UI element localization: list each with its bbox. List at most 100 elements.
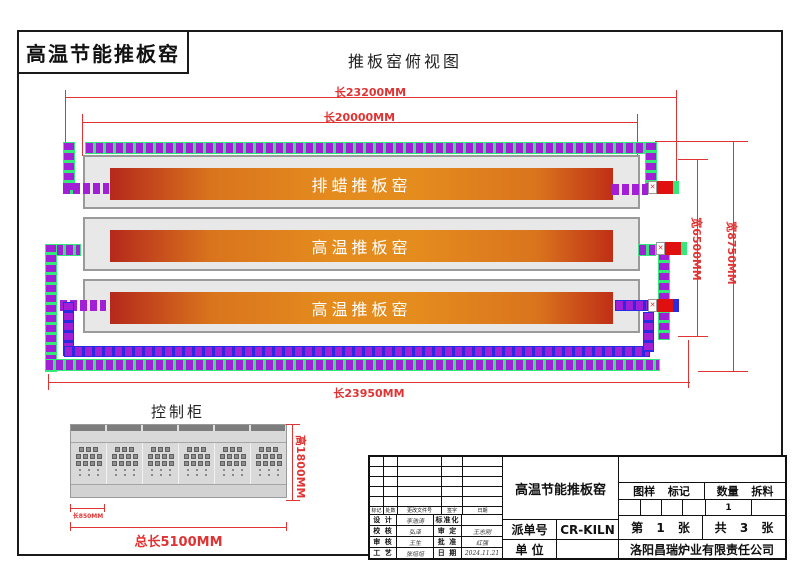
cabinet-panels — [71, 443, 286, 485]
dim-outer-width-label: 宽8750MM — [725, 221, 738, 285]
kiln-hot-zone: 排蜡推板窑 — [110, 168, 613, 200]
title-block-left-column: 标记 处数 更改文件号 签字 日期 设 计 李浩涛 标准化 校 核 弘泽 审 定… — [370, 457, 502, 558]
dim-kiln-length-label: 长20000MM — [323, 111, 396, 124]
empty-cell — [619, 500, 640, 515]
cabinet-panel — [215, 443, 251, 485]
signature-role: 日 期 — [434, 548, 461, 558]
qty-value: 1 — [706, 500, 751, 515]
sheet-row: 第 1 张 共 3 张 — [619, 516, 785, 539]
signature-grid: 设 计 李浩涛 标准化 校 核 弘泽 审 定 王志刚 审 核 王生 批 准 红强… — [370, 515, 502, 558]
dim-tick — [655, 141, 748, 142]
signature-name: 李浩涛 — [397, 515, 433, 525]
conveyor-chain-right-blue-vertical — [643, 312, 654, 352]
signature-name: 2024.11.21 — [462, 548, 502, 558]
dim-total-length-label: 总长5100MM — [134, 535, 223, 550]
transfer-car-cap — [673, 299, 679, 312]
conveyor-stub-row1-right — [612, 184, 648, 195]
revision-cell — [370, 487, 383, 496]
conveyor-chain-right-mid-vertical — [658, 252, 670, 340]
conveyor-stub-row2-right — [638, 244, 656, 256]
kiln-row-high-temp-2: 高温推板窑 — [83, 279, 640, 333]
title-block: 标记 处数 更改文件号 签字 日期 设 计 李浩涛 标准化 校 核 弘泽 审 定… — [368, 455, 787, 560]
signature-name: 王生 — [397, 537, 433, 547]
dim-tick — [70, 522, 71, 531]
order-label: 派单号 — [503, 520, 556, 539]
dim-tick — [104, 504, 105, 512]
conveyor-chain-left-vertical — [45, 244, 57, 372]
dim-inner-width-label: 宽6500MM — [690, 217, 703, 281]
signature-role: 审 定 — [434, 526, 461, 536]
revision-cell — [442, 467, 462, 476]
revision-cell — [384, 487, 397, 496]
cabinet-divider-line — [71, 442, 286, 443]
revision-cell — [442, 457, 462, 466]
title-block-right-column: 图样 标记 数量 拆料 1 第 1 张 共 3 张 洛阳昌瑞炉业有限责任公司 — [619, 457, 785, 558]
dim-ext-line — [82, 114, 83, 156]
qty-material-header: 数量 拆料 — [705, 483, 785, 499]
signature-name: 弘泽 — [397, 526, 433, 536]
sheet-number: 第 1 张 — [619, 516, 702, 539]
kiln-row-high-temp-1: 高温推板窑 — [83, 217, 640, 271]
revision-cell — [463, 467, 502, 476]
cabinet-panel — [71, 443, 107, 485]
cabinet-title: 控制柜 — [150, 403, 205, 421]
transfer-car-body — [657, 299, 673, 312]
product-title: 高温节能推板窑 — [26, 41, 180, 66]
signature-role: 校 核 — [370, 526, 396, 536]
revision-cell — [463, 477, 502, 486]
dim-cabinet-height-line — [292, 424, 293, 501]
dim-tick — [70, 504, 71, 512]
title-block-center-column: 高温节能推板窑 派单号 CR-KILN 单 位 — [503, 457, 618, 558]
revision-cell — [370, 497, 383, 506]
sheet-total: 共 3 张 — [703, 516, 785, 539]
revision-cell — [463, 487, 502, 496]
revision-cell — [442, 487, 462, 496]
empty-cell — [619, 457, 785, 482]
revision-cell — [384, 457, 397, 466]
cabinet-panel — [143, 443, 179, 485]
revision-grid — [370, 457, 502, 506]
control-cabinet — [70, 424, 287, 498]
signature-role: 批 准 — [434, 537, 461, 547]
revision-cell — [384, 477, 397, 486]
kiln-hot-zone: 高温推板窑 — [110, 292, 613, 324]
transfer-car-body — [657, 181, 673, 194]
cabinet-panel — [179, 443, 215, 485]
revision-cell — [398, 477, 441, 486]
order-row: 派单号 CR-KILN — [503, 520, 618, 539]
signature-role: 标准化 — [434, 515, 461, 525]
dim-panel-width-line — [70, 508, 105, 509]
dim-ext-line — [637, 114, 638, 156]
revision-header: 签字 — [442, 507, 462, 514]
revision-header: 更改文件号 — [398, 507, 441, 514]
sample-mark-row: 图样 标记 数量 拆料 — [619, 483, 785, 499]
signature-name: 红强 — [462, 537, 502, 547]
product-title-box: 高温节能推板窑 — [17, 30, 189, 74]
revision-cell — [442, 497, 462, 506]
signature-name: 张培培 — [397, 548, 433, 558]
signature-role: 审 核 — [370, 537, 396, 547]
revision-header: 处数 — [384, 507, 397, 514]
revision-cell — [398, 497, 441, 506]
view-title: 推板窑俯视图 — [347, 52, 462, 71]
transfer-car-row1: ✕ — [648, 181, 679, 194]
dim-kiln-length-line — [82, 122, 637, 123]
dim-tick — [698, 371, 748, 372]
qty-value-row: 1 — [619, 500, 785, 515]
coupler-icon: ✕ — [648, 299, 657, 312]
dim-tick — [678, 159, 708, 160]
revision-cell — [370, 467, 383, 476]
dim-ext-line — [65, 90, 66, 143]
cabinet-bottom-strip — [71, 484, 286, 497]
unit-value — [557, 540, 618, 558]
kiln-row-dewax: 排蜡推板窑 — [83, 155, 640, 209]
transfer-car-cap — [673, 181, 679, 194]
dim-tick — [678, 336, 708, 337]
dim-ext-line — [688, 340, 689, 388]
coupler-icon: ✕ — [648, 181, 657, 194]
revision-cell — [463, 497, 502, 506]
conveyor-stub-row3-left — [60, 300, 106, 311]
revision-cell — [384, 467, 397, 476]
dim-bottom-length-line — [48, 382, 690, 383]
